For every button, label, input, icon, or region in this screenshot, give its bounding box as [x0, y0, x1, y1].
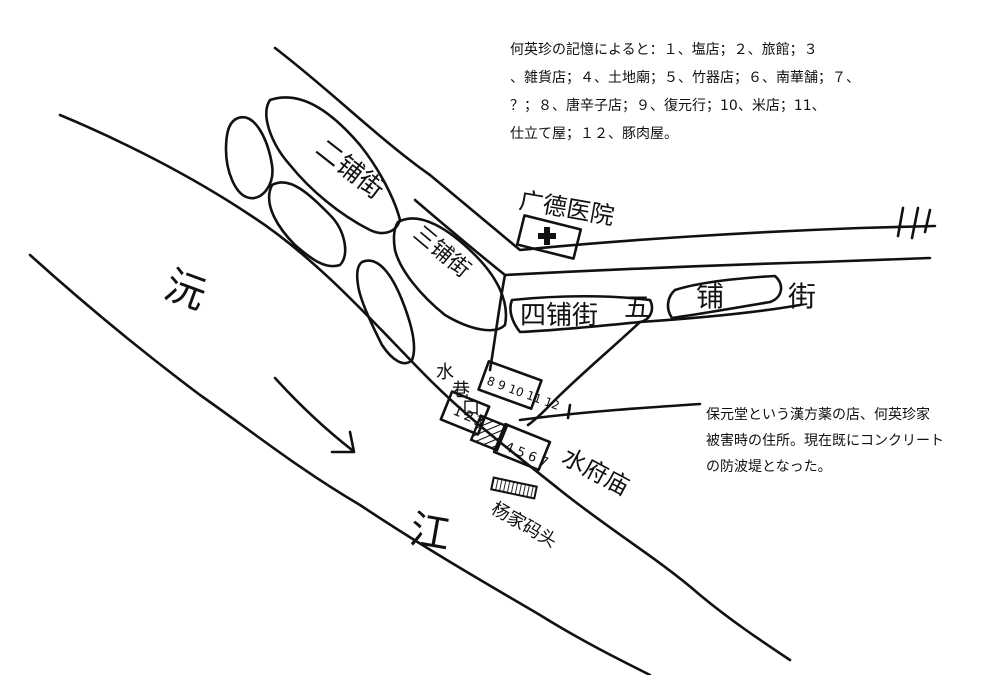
block-2nd-street [265, 96, 402, 235]
river-flow-arrow-icon [273, 376, 356, 454]
label-street-5-a: 五 [624, 293, 650, 323]
caption-line: 保元堂という漢方薬の店、何英珍家 [706, 407, 930, 423]
road-4th-left [488, 273, 507, 372]
block-small-1 [224, 115, 274, 200]
label-chuan: 川 [0, 0, 1, 1]
callout-line [518, 402, 702, 422]
label-shuixiang-2: 巷 [452, 380, 470, 401]
caption-line: の防波堤となった。 [706, 459, 832, 475]
label-river-top: 沅 [159, 262, 212, 319]
label-shuixiang-3: 口 [462, 398, 480, 419]
block-small-2 [267, 181, 347, 268]
upper-road-north [273, 46, 937, 252]
block-4th-street [509, 294, 654, 334]
legend-note: 何英珍の記憶によると：１、塩店；２、旅館；３ 、雑貨店；４、土地廟；５、竹器店；… [510, 36, 870, 148]
label-street-3: 三铺街 [408, 221, 475, 283]
river-lower-bank [28, 253, 652, 675]
label-street-5-c: 街 [788, 280, 816, 313]
block-small-3 [355, 259, 416, 365]
block-3rd-street [392, 217, 508, 332]
legend-line: 、雑貨店；４、土地廟；５、竹器店；６、南華舗；７、 [510, 70, 860, 86]
legend-line: 仕立て屋；１２、豚肉屋。 [510, 126, 678, 142]
label-river-bottom: 江 [406, 507, 453, 559]
legend-line: 何英珍の記憶によると：１、塩店；２、旅館；３ [510, 42, 818, 58]
block-5th-street [666, 274, 783, 320]
hospital-building [515, 214, 583, 260]
label-shuixiang-1: 水 [436, 362, 454, 383]
label-hospital: 广德医院 [517, 186, 616, 230]
legend-line: ？；８、唐辛子店；９、復元行；10、米店；11、 [510, 98, 826, 114]
caption-line: 被害時の住所。現在既にコンクリート [706, 433, 944, 449]
river-upper-bank [58, 113, 792, 662]
label-street-4: 四铺街 [520, 301, 598, 331]
chuan-mark [896, 206, 932, 240]
callout-tick [566, 403, 572, 420]
label-dock: 杨家码头 [488, 498, 561, 552]
hospital-cross-icon [538, 227, 556, 245]
dock-hatch-icon [490, 476, 538, 500]
caption-note: 保元堂という漢方薬の店、何英珍家 被害時の住所。現在既にコンクリート の防波堤と… [706, 402, 988, 480]
road-5th-edge [638, 303, 802, 324]
shop-row-bottom [492, 422, 552, 472]
shop-row-top [477, 360, 543, 410]
label-street-5-b: 铺 [696, 280, 724, 313]
label-shuifu-miao: 水府庙 [557, 443, 634, 502]
upper-road-south [413, 198, 932, 277]
